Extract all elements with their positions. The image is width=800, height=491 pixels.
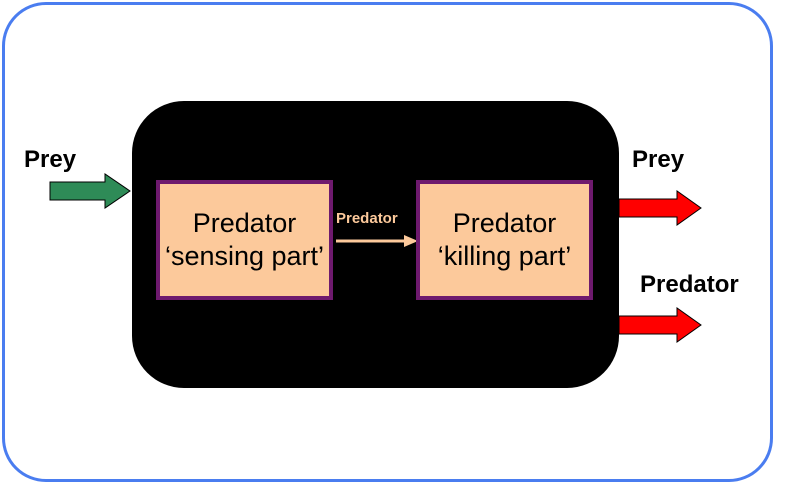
- sensing-part-title: Predator: [192, 208, 297, 238]
- prey-input-arrow: [49, 173, 131, 209]
- prey-output-label: Prey: [632, 146, 685, 173]
- prey-input-label: Prey: [24, 146, 77, 173]
- killing-part-subtitle: ‘killing part’: [437, 241, 572, 271]
- killing-part-block: Predator ‘killing part’: [416, 180, 593, 300]
- predator-output-arrow: [618, 307, 702, 343]
- internal-predator-arrow: [336, 235, 418, 247]
- sensing-part-block: Predator ‘sensing part’: [156, 180, 333, 300]
- sensing-part-subtitle: ‘sensing part’: [164, 241, 325, 271]
- internal-predator-label: Predator: [336, 210, 398, 227]
- predator-output-label: Predator: [640, 271, 739, 298]
- killing-part-title: Predator: [452, 208, 557, 238]
- prey-output-arrow: [618, 190, 702, 226]
